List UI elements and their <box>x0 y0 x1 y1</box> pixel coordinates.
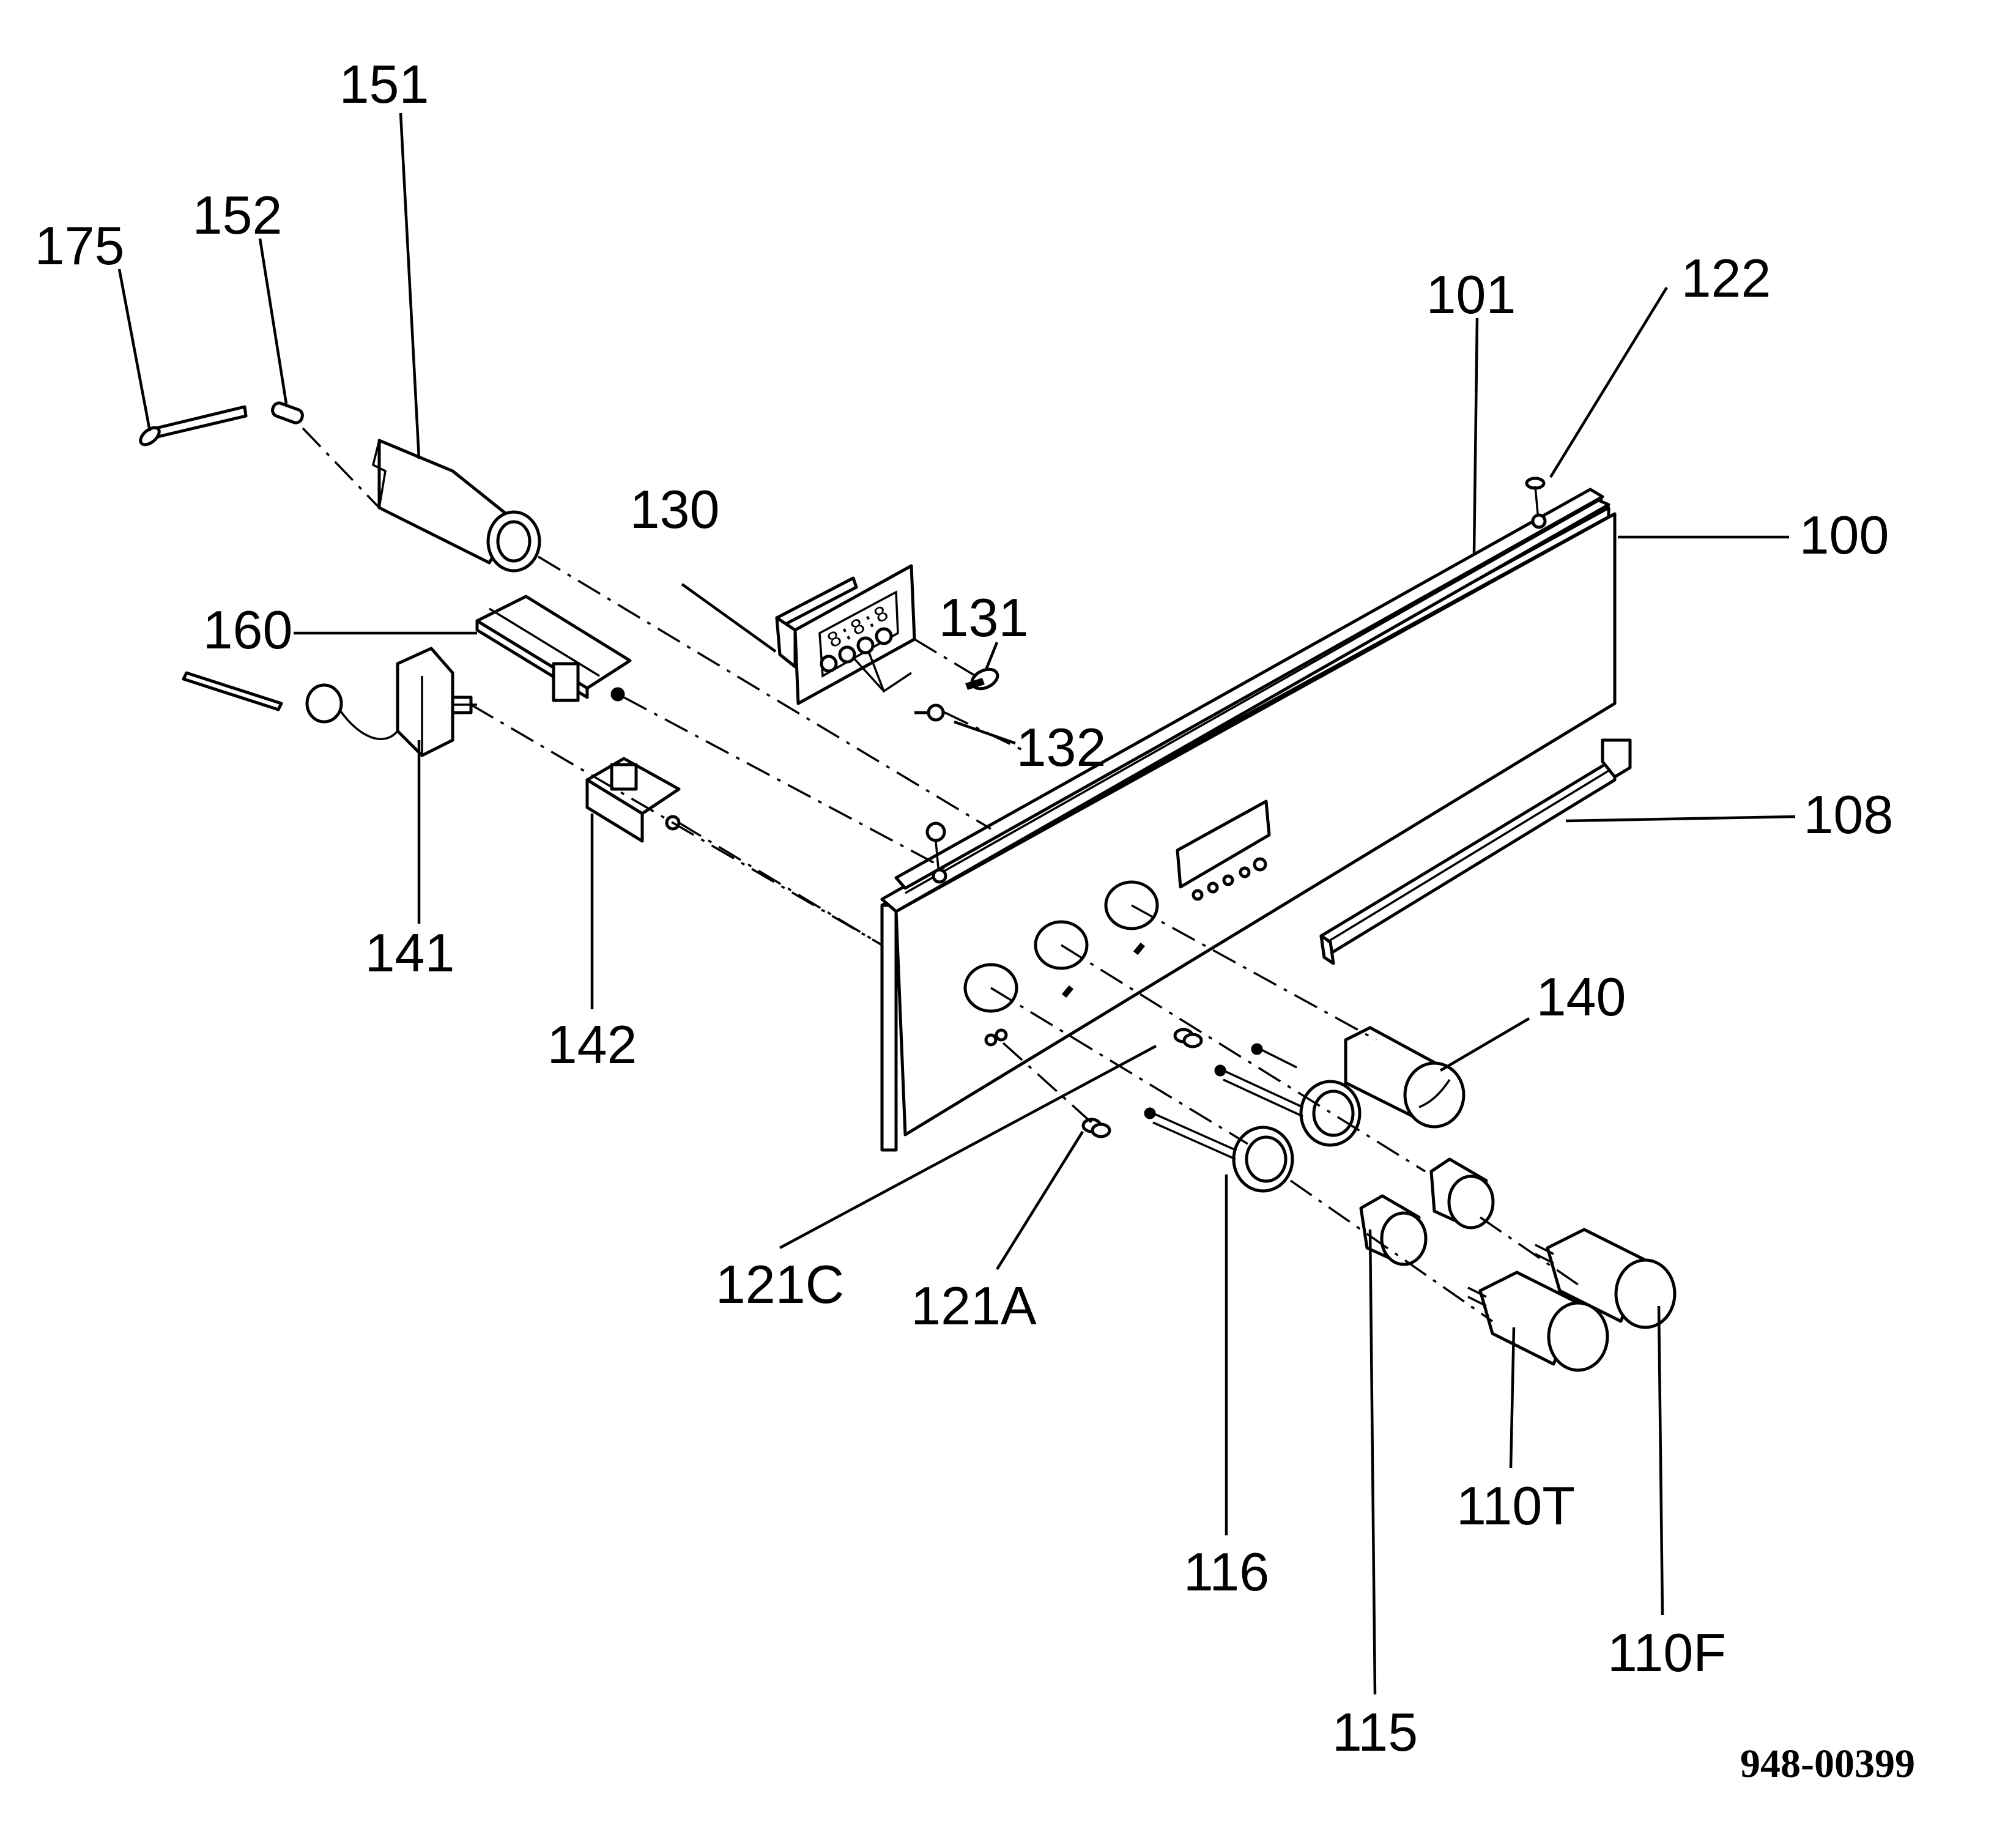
rotary-switch <box>182 647 477 757</box>
lamp-holder <box>371 439 541 573</box>
fuse-142 <box>271 401 304 425</box>
label-160: 142 <box>547 1014 637 1075</box>
label-130: 130 <box>630 479 720 540</box>
label-152: 160 <box>203 599 293 660</box>
selector-knob-140 <box>1344 1026 1466 1129</box>
label-121A: 121A <box>911 1275 1037 1336</box>
knob-bezel-right <box>1429 1157 1495 1230</box>
label-131: 131 <box>939 587 1029 648</box>
label-121C: 121C <box>716 1254 844 1315</box>
terminal-block <box>475 595 632 702</box>
label-116: 116 <box>1184 1541 1269 1602</box>
label-141: 151 <box>339 54 429 114</box>
label-132: 132 <box>1017 717 1106 777</box>
label-175: 175 <box>35 215 125 276</box>
timer-knob-131 <box>965 667 999 691</box>
clip-121C <box>1173 1028 1203 1048</box>
label-115: 115 <box>1332 1702 1418 1762</box>
label-140: 140 <box>1536 966 1626 1027</box>
label-142: 152 <box>193 185 283 245</box>
leader-lines <box>117 113 1796 1695</box>
knob-bezel-115 <box>1359 1194 1428 1266</box>
label-110F: 110F <box>1607 1622 1726 1683</box>
lower-rail <box>1319 738 1632 965</box>
wire-link-175 <box>139 405 248 447</box>
clock-timer: 8:8:8 <box>775 564 916 705</box>
label-100: 100 <box>1799 505 1889 565</box>
timer-pin-132 <box>914 703 945 722</box>
label-108: 108 <box>1804 784 1894 845</box>
thermostat-116 <box>1144 1107 1294 1193</box>
screw-122 <box>1525 477 1547 529</box>
top-trim-strip <box>894 477 1604 890</box>
label-151: 141 <box>365 922 455 983</box>
label-101: 101 <box>1426 264 1516 325</box>
drawing-number: 948-00399 <box>1740 1742 1915 1786</box>
label-110T: 110T <box>1456 1475 1575 1536</box>
label-122: 122 <box>1681 248 1771 308</box>
panel-indicator-dots <box>1191 857 1267 901</box>
control-panel <box>880 495 1617 1152</box>
clip-121A <box>1081 1118 1111 1138</box>
regulator-valve <box>1214 1043 1362 1147</box>
selector-switch <box>585 757 681 843</box>
panel-fastener <box>925 822 947 884</box>
part-labels: 151 152 175 130 160 131 132 101 122 100 … <box>35 54 1894 1762</box>
control-knob-110T <box>1467 1271 1609 1372</box>
